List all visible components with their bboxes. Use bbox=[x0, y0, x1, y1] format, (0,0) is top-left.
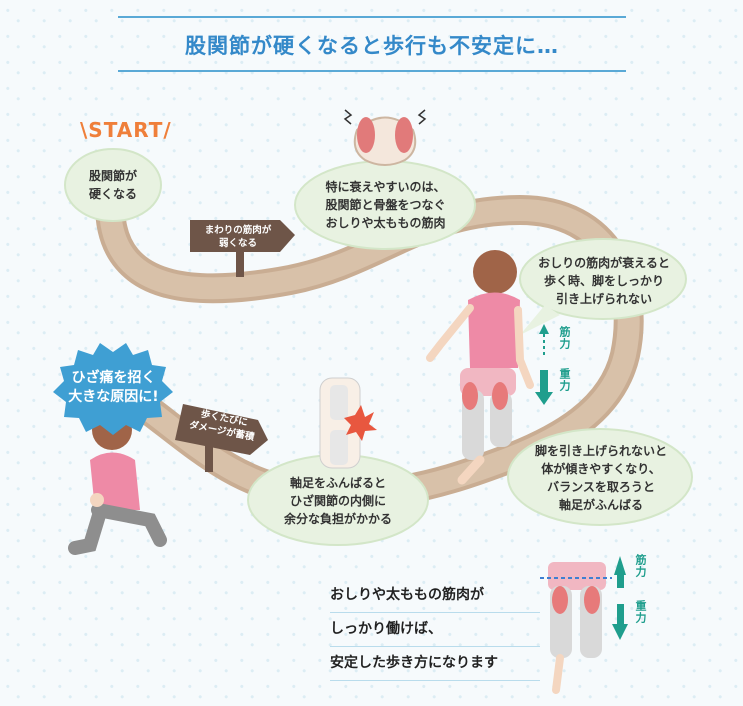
step-2-line-1: 特に衰えやすいのは、 bbox=[325, 180, 446, 194]
conclusion-line-1: おしりや太ももの筋肉が bbox=[330, 587, 484, 603]
step-3-line-2: 歩く時、脚をしっかり bbox=[543, 274, 664, 288]
step-3-line-3: 引き上げられない bbox=[555, 292, 652, 306]
walking-woman-illustration bbox=[426, 250, 534, 485]
start-label: \START/ bbox=[80, 118, 172, 142]
step-4-text: 脚を引き上げられないと 体が傾きやすくなり、 バランスを取ろうと 軸足がふんばる bbox=[510, 442, 692, 514]
kneeling-woman-illustration bbox=[68, 410, 167, 555]
step-4-line-2: 体が傾きやすくなり、 bbox=[541, 462, 661, 476]
step-bubble-4 bbox=[507, 428, 693, 526]
conclusion-line-3: 安定した歩き方になります bbox=[330, 655, 498, 671]
step-5-text: 軸足をふんばると ひざ関節の内側に 余分な負担がかかる bbox=[252, 474, 424, 528]
conclusion-rule-2 bbox=[330, 646, 540, 647]
alert-text: ひざ痛を招く 大きな原因に! bbox=[56, 369, 171, 407]
step-bubble-3 bbox=[519, 238, 687, 335]
alert-line-1: ひざ痛を招く bbox=[71, 370, 156, 386]
step-3-line-1: おしりの筋肉が衰えると bbox=[538, 256, 670, 270]
healthy-legs-illustration bbox=[540, 562, 612, 694]
step-1-line-2: 硬くなる bbox=[88, 187, 137, 201]
signpost-1-line-2: 弱くなる bbox=[218, 238, 257, 249]
force-arrows-bottom bbox=[612, 556, 628, 640]
step-1-line-1: 股関節が bbox=[88, 169, 137, 183]
title-bottom-rule bbox=[118, 70, 626, 72]
signpost-1 bbox=[190, 220, 295, 277]
step-2-line-3: おしりや太ももの筋肉 bbox=[325, 216, 446, 230]
knee-illustration bbox=[319, 377, 377, 469]
alert-burst bbox=[53, 343, 173, 435]
title-banner: 股関節が硬くなると歩行も不安定に… bbox=[118, 16, 626, 72]
gravity-label-2: 重力 bbox=[634, 600, 647, 624]
conclusion-rule-1 bbox=[330, 612, 540, 613]
signpost-1-text: まわりの筋肉が 弱くなる bbox=[192, 224, 284, 250]
gravity-label-1: 重力 bbox=[558, 368, 571, 392]
step-5-line-2: ひざ関節の内側に bbox=[289, 494, 386, 508]
step-5-line-1: 軸足をふんばると bbox=[289, 476, 386, 490]
title-top-rule bbox=[118, 16, 626, 18]
step-5-line-3: 余分な負担がかかる bbox=[283, 512, 392, 526]
step-2-text: 特に衰えやすいのは、 股関節と骨盤をつなぐ おしりや太ももの筋肉 bbox=[298, 178, 473, 232]
muscle-label-1: 筋力 bbox=[558, 326, 571, 350]
conclusion-rule-3 bbox=[330, 680, 540, 681]
alert-line-2: 大きな原因に! bbox=[68, 389, 159, 405]
force-arrows-walking bbox=[535, 324, 553, 405]
step-2-line-2: 股関節と骨盤をつなぐ bbox=[325, 198, 446, 212]
conclusion-line-2: しっかり働けば、 bbox=[330, 621, 442, 637]
step-4-line-4: 軸足がふんばる bbox=[558, 498, 643, 512]
signpost-1-line-1: まわりの筋肉が bbox=[204, 225, 272, 236]
step-1-text: 股関節が 硬くなる bbox=[66, 167, 160, 203]
step-3-text: おしりの筋肉が衰えると 歩く時、脚をしっかり 引き上げられない bbox=[523, 254, 685, 308]
step-4-line-3: バランスを取ろうと bbox=[547, 480, 655, 494]
pelvis-illustration bbox=[343, 109, 427, 166]
signpost-2 bbox=[175, 404, 268, 472]
step-bubble-1 bbox=[64, 148, 162, 222]
page-title: 股関節が硬くなると歩行も不安定に… bbox=[185, 34, 559, 58]
step-4-line-1: 脚を引き上げられないと bbox=[534, 444, 667, 458]
muscle-label-2: 筋力 bbox=[634, 554, 647, 578]
